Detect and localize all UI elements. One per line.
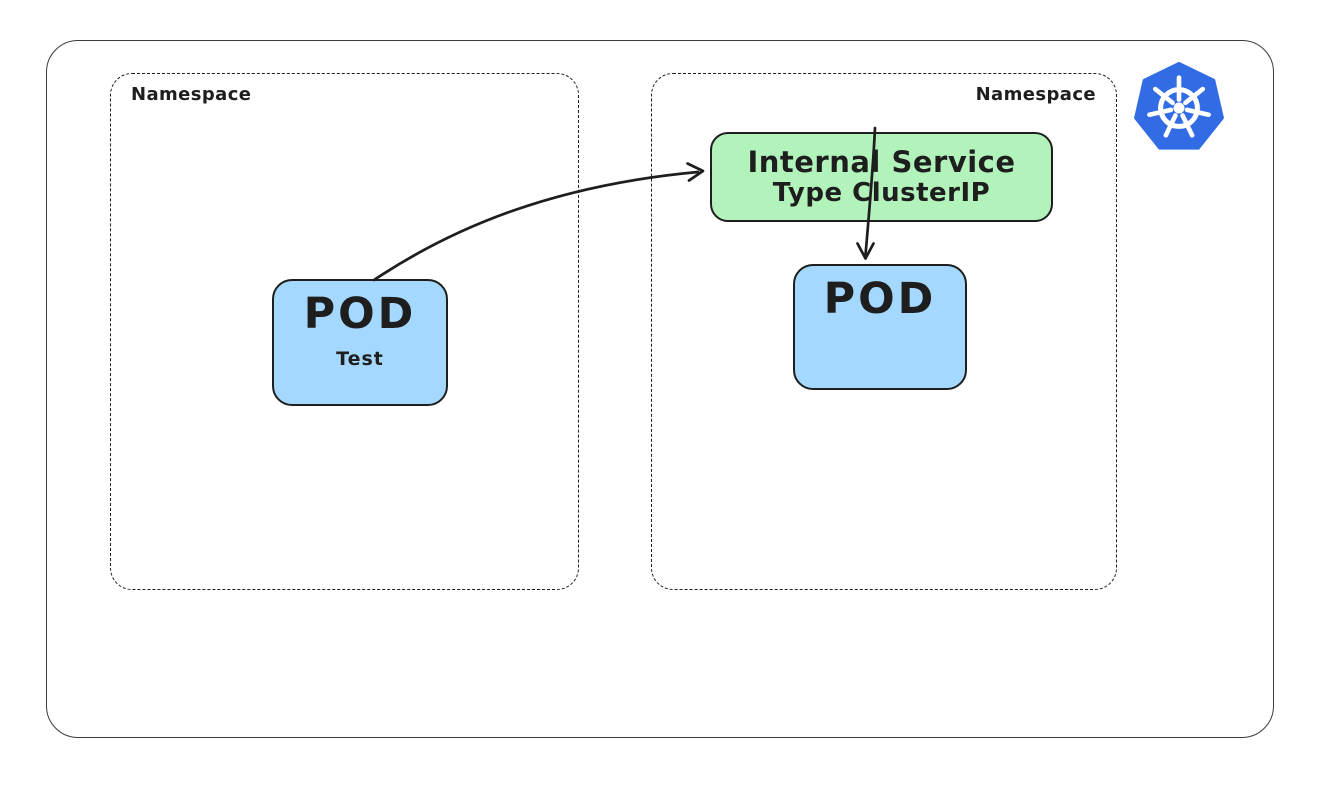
internal-service-node: Internal Service Type ClusterIP xyxy=(710,132,1053,222)
namespace-right: Namespace xyxy=(651,73,1117,590)
pod-right-title: POD xyxy=(823,274,937,324)
cluster-boundary xyxy=(46,40,1274,738)
pod-test-node: POD Test xyxy=(272,279,448,406)
namespace-right-label: Namespace xyxy=(975,84,1096,105)
namespace-left-label: Namespace xyxy=(131,84,252,105)
internal-service-title: Internal Service xyxy=(747,145,1016,180)
namespace-left: Namespace xyxy=(110,73,579,590)
internal-service-subtitle: Type ClusterIP xyxy=(772,177,991,208)
kubernetes-logo-icon xyxy=(1134,62,1224,150)
pod-test-title: POD xyxy=(303,289,417,339)
pod-test-subtitle: Test xyxy=(336,348,384,370)
pod-right-node: POD xyxy=(793,264,967,390)
